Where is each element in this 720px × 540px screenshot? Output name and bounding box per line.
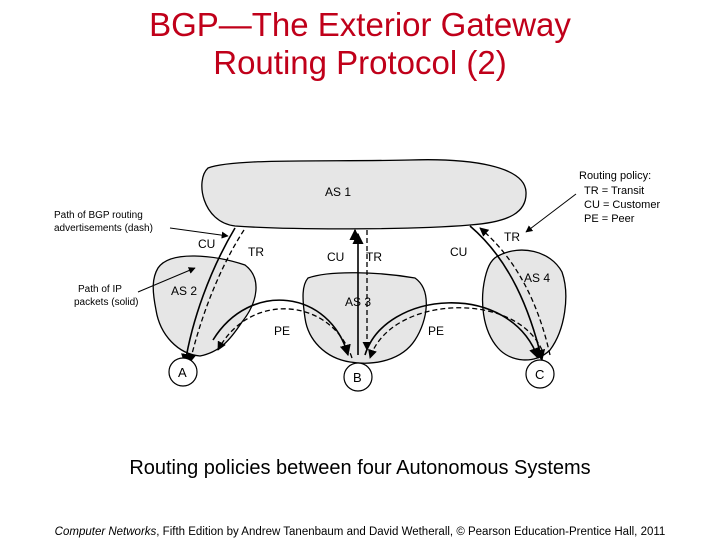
policy-pointer bbox=[525, 193, 577, 233]
bgp-path-as4-to-as3 bbox=[368, 307, 543, 359]
legend-bgp-pointer bbox=[169, 227, 229, 239]
edge-label-cu-as3: CU bbox=[327, 250, 344, 264]
credit-book-title: Computer Networks bbox=[54, 526, 157, 538]
edge-label-pe-left: PE bbox=[274, 324, 290, 338]
figure-caption: Routing policies between four Autonomous… bbox=[129, 457, 591, 479]
slide-title-line1: BGP—The Exterior Gateway bbox=[149, 6, 571, 43]
legend-bgp-line1: Path of BGP routing bbox=[54, 210, 143, 221]
as2-label: AS 2 bbox=[171, 284, 197, 298]
legend-ip-line2: packets (solid) bbox=[74, 297, 138, 308]
host-b bbox=[343, 362, 373, 392]
slide-title-line2: Routing Protocol (2) bbox=[213, 44, 507, 81]
policy-heading: Routing policy: bbox=[579, 170, 651, 182]
policy-pe: PE = Peer bbox=[584, 213, 635, 225]
bgp-path-as3-to-as2 bbox=[217, 308, 353, 359]
as1-cloud bbox=[201, 159, 527, 230]
credit-details: , Fifth Edition by Andrew Tanenbaum and … bbox=[156, 526, 666, 538]
as2-region bbox=[152, 255, 257, 357]
edge-label-pe-right: PE bbox=[428, 324, 444, 338]
edge-label-tr-as2: TR bbox=[248, 245, 264, 259]
bgp-path-as1-to-a bbox=[187, 229, 245, 363]
ip-path-a-to-as1 bbox=[181, 227, 236, 366]
bgp-path-c-to-as1 bbox=[479, 227, 551, 356]
policy-cu: CU = Customer bbox=[584, 199, 660, 211]
slide-title: BGP—The Exterior Gateway Routing Protoco… bbox=[0, 6, 720, 82]
host-c bbox=[525, 359, 555, 389]
host-c-label: C bbox=[535, 367, 544, 382]
edge-label-tr-as3: TR bbox=[366, 250, 382, 264]
edge-label-tr-as4: TR bbox=[504, 230, 520, 244]
legend-bgp-line2: advertisements (dash) bbox=[54, 223, 153, 234]
slide-credit: Computer Networks, Fifth Edition by Andr… bbox=[0, 526, 720, 538]
as-routing-diagram: AS 1 AS 2 AS 3 AS 4 A B C CU TR CU TR CU… bbox=[54, 159, 660, 392]
legend-ip-line1: Path of IP bbox=[78, 284, 122, 295]
ip-path-as3-to-as4 bbox=[364, 302, 540, 360]
as1-label: AS 1 bbox=[325, 185, 351, 199]
host-a-label: A bbox=[178, 365, 187, 380]
as4-label: AS 4 bbox=[524, 271, 550, 285]
host-b-label: B bbox=[353, 370, 362, 385]
policy-tr: TR = Transit bbox=[584, 185, 644, 197]
edge-label-cu-as2: CU bbox=[198, 237, 215, 251]
legend-ip-pointer bbox=[137, 267, 196, 293]
as3-region bbox=[302, 272, 427, 364]
host-a bbox=[168, 357, 198, 387]
edge-label-cu-as4: CU bbox=[450, 245, 467, 259]
